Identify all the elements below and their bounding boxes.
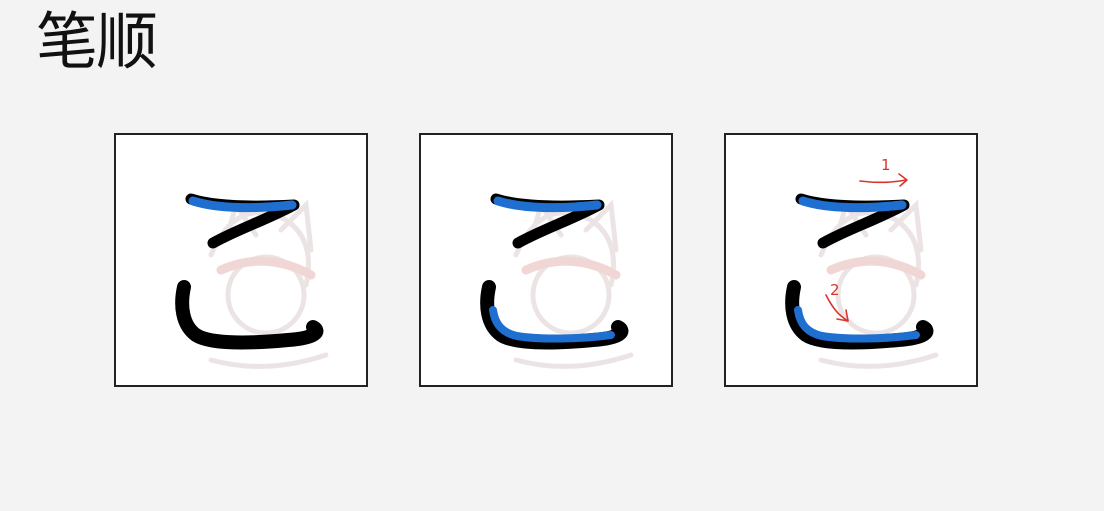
stroke-2-highlight[interactable]: [794, 306, 920, 343]
kana-ko-step-1: [175, 193, 329, 369]
stroke-2-highlight[interactable]: [489, 306, 615, 343]
stroke-order-number-2: 2: [830, 281, 840, 299]
stroke-2-base: [480, 280, 629, 350]
stroke-order-panel-1: [114, 133, 368, 387]
kana-ko-step-2: [480, 193, 634, 369]
stroke-2-base: [175, 280, 324, 350]
stroke-1-highlight[interactable]: [493, 196, 602, 213]
stroke-order-panel-2: [419, 133, 673, 387]
page-title: 笔顺: [36, 5, 158, 78]
watermark-mascot: [208, 199, 329, 369]
stroke-2-base: [785, 280, 934, 350]
stroke-order-number-1: 1: [881, 156, 891, 174]
stroke-order-panel-3: 1 2: [724, 133, 978, 387]
stroke-order-arrow-2: [825, 294, 849, 322]
kana-ko-step-3: 1 2: [785, 156, 939, 369]
stroke-order-arrow-1: [859, 173, 908, 187]
stroke-1-highlight[interactable]: [188, 196, 297, 213]
stroke-1-highlight[interactable]: [798, 196, 907, 213]
